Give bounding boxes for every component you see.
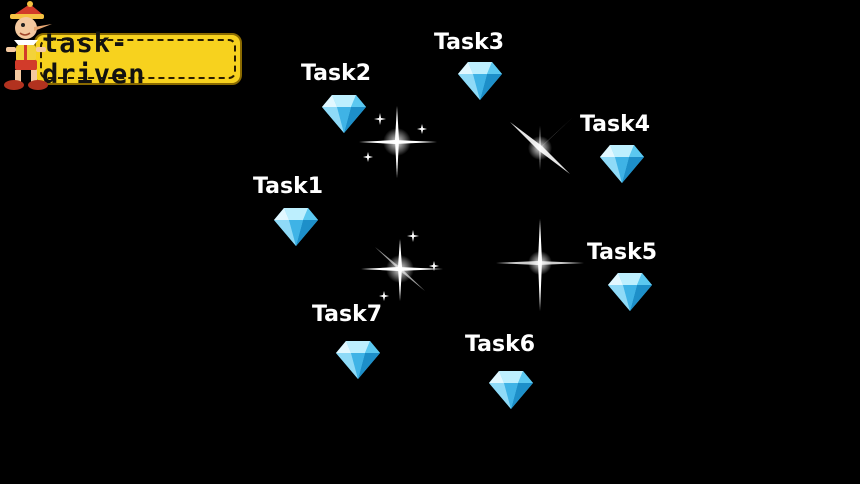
diamond-icon[interactable] xyxy=(488,369,534,411)
diamond-icon[interactable] xyxy=(607,271,653,313)
pinocchio-mascot-icon xyxy=(4,1,52,90)
task7-label: Task7 xyxy=(312,302,383,327)
sparkle-icon xyxy=(361,230,443,301)
diamond-icon[interactable] xyxy=(457,60,503,102)
task-driven-banner: task-driven xyxy=(34,28,242,90)
task1-label: Task1 xyxy=(253,174,324,199)
diamond-icon[interactable] xyxy=(599,143,645,185)
task3-label: Task3 xyxy=(434,30,505,55)
task6-label: Task6 xyxy=(465,332,536,357)
task5-label: Task5 xyxy=(587,240,658,265)
diamond-icon[interactable] xyxy=(335,339,381,381)
diamond-icon[interactable] xyxy=(321,93,367,135)
sparkle-icon xyxy=(508,118,572,180)
diamond-icon[interactable] xyxy=(273,206,319,248)
banner-dashed-frame: task-driven xyxy=(40,28,236,90)
sparkle-icon xyxy=(359,106,437,178)
sparkle-icon xyxy=(496,219,584,311)
task4-label: Task4 xyxy=(580,112,651,137)
task2-label: Task2 xyxy=(301,61,372,86)
banner-title: task-driven xyxy=(42,28,146,90)
